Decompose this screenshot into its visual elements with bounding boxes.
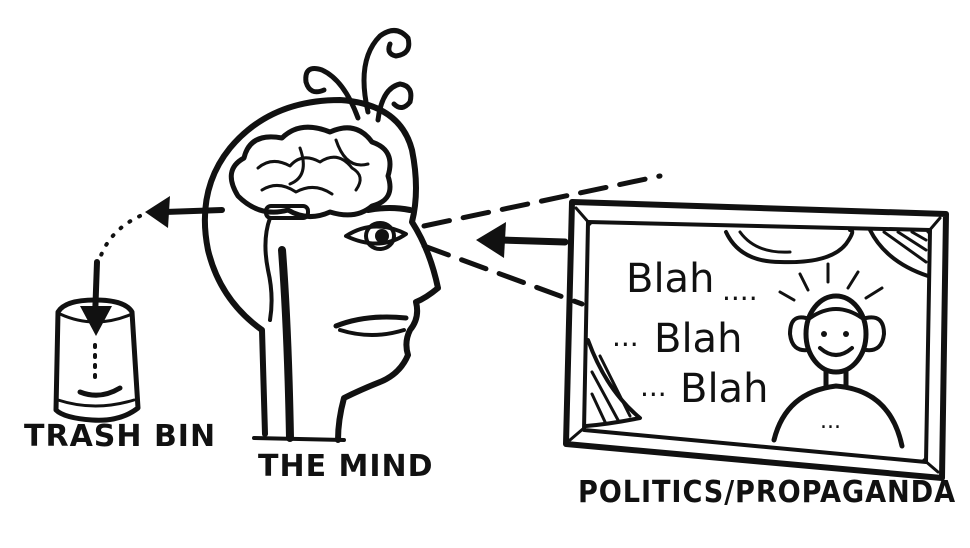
discard-arrow (145, 196, 225, 228)
input-arrow (476, 222, 569, 258)
tv-screen: Blah .... ... Blah ... Blah ... (563, 199, 949, 481)
politician-figure: ... (771, 262, 905, 449)
head-profile (201, 28, 441, 443)
blah-text-1: Blah (626, 256, 714, 302)
blah-text-3: Blah (680, 366, 768, 412)
hair-curl-left (303, 66, 361, 121)
ellipsis-2: ... (612, 320, 639, 353)
label-trash-bin: TRASH BIN (24, 419, 216, 454)
discard-path (98, 214, 142, 260)
hair-curl-right (375, 81, 414, 123)
label-politics-propaganda: POLITICS/PROPAGANDA (578, 475, 956, 510)
ellipsis-3: ... (640, 370, 667, 403)
figure-dots: ... (820, 409, 841, 434)
brain (228, 124, 393, 220)
vision-lines (421, 173, 663, 307)
label-the-mind: THE MIND (258, 449, 434, 484)
ellipsis-1: .... (722, 274, 758, 307)
eye (344, 205, 413, 251)
trash-bin (53, 259, 141, 423)
blah-text-2: Blah (654, 316, 742, 362)
mouth (333, 314, 409, 337)
hair-curl-middle (361, 28, 412, 115)
